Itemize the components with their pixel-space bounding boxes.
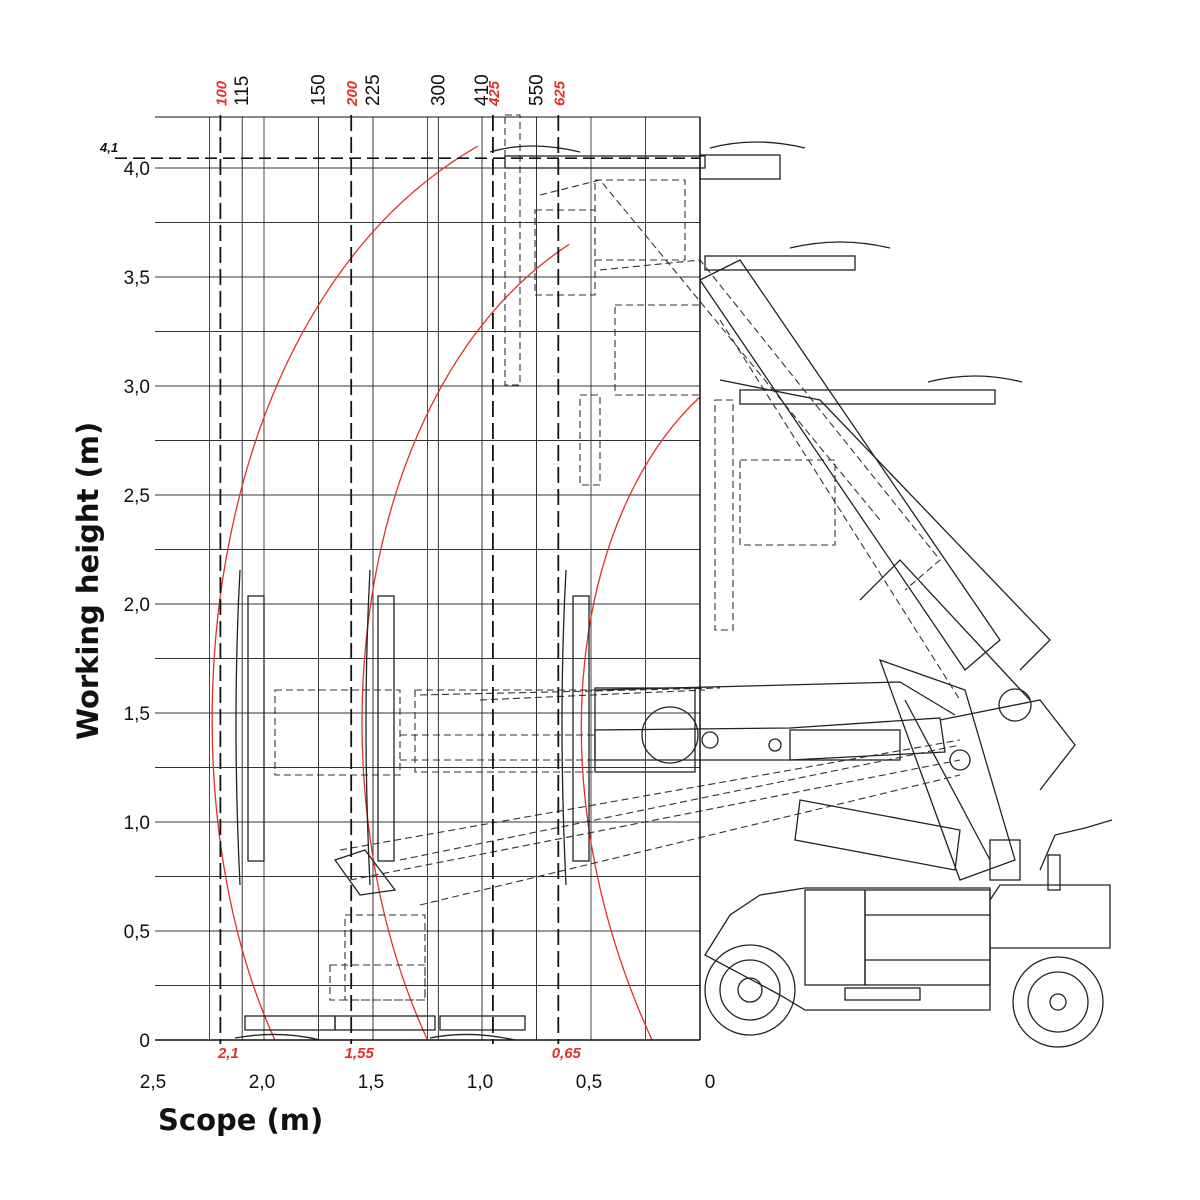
arm-inclined [333, 739, 961, 906]
top-label: 550 [527, 74, 548, 106]
arm-horizontal [274, 681, 956, 776]
floor-panels [234, 1015, 526, 1041]
reach-mark-label: 0,65 [552, 1045, 582, 1062]
reach-arcs [211, 145, 701, 1041]
y-tick-label: 0 [139, 1031, 150, 1052]
grid [155, 117, 700, 1040]
suction-heads [489, 141, 1023, 405]
y-tick-label: 1,5 [124, 704, 150, 725]
top-label-highlight: 200 [344, 80, 361, 107]
x-tick-label: 0 [705, 1072, 716, 1093]
y-tick-label: 2,5 [124, 486, 150, 507]
y-tick-label: 3,5 [124, 268, 150, 289]
arm-raised [504, 114, 1051, 701]
top-label: 115 [232, 76, 253, 106]
y-tick-label: 0,5 [124, 922, 150, 943]
y-tick-label: 2,0 [124, 595, 150, 616]
vehicle-mast [878, 658, 1076, 881]
y-axis-title: Working height (m) [71, 422, 105, 740]
y-tick-label: 3,0 [124, 377, 150, 398]
top-label: 225 [363, 74, 384, 106]
vehicle-base [704, 819, 1113, 1048]
reach-arc [580, 396, 701, 1041]
reach-arc [361, 243, 570, 1041]
top-label-highlight: 625 [551, 80, 568, 106]
machine-illustration [234, 114, 1113, 1048]
x-tick-label: 0,5 [576, 1072, 602, 1093]
top-label: 150 [309, 74, 330, 106]
top-label: 300 [428, 74, 449, 106]
reach-mark-label: 1,55 [345, 1045, 375, 1062]
top-label: 410 [472, 74, 493, 106]
max-height-label: 4,1 [99, 140, 118, 155]
x-tick-label: 2,5 [140, 1072, 166, 1093]
y-tick-label: 1,0 [124, 813, 150, 834]
reach-arc [211, 145, 478, 1041]
y-tick-label: 4,0 [124, 159, 150, 180]
panel-frames [235, 569, 590, 1001]
x-tick-label: 1,5 [358, 1072, 384, 1093]
top-label-highlight: 425 [486, 80, 503, 107]
reach-mark-label: 2,1 [217, 1045, 239, 1062]
x-axis-title: Scope (m) [158, 1103, 323, 1137]
x-tick-label: 1,0 [467, 1072, 493, 1093]
top-label-highlight: 100 [213, 80, 230, 106]
x-tick-label: 2,0 [249, 1072, 275, 1093]
